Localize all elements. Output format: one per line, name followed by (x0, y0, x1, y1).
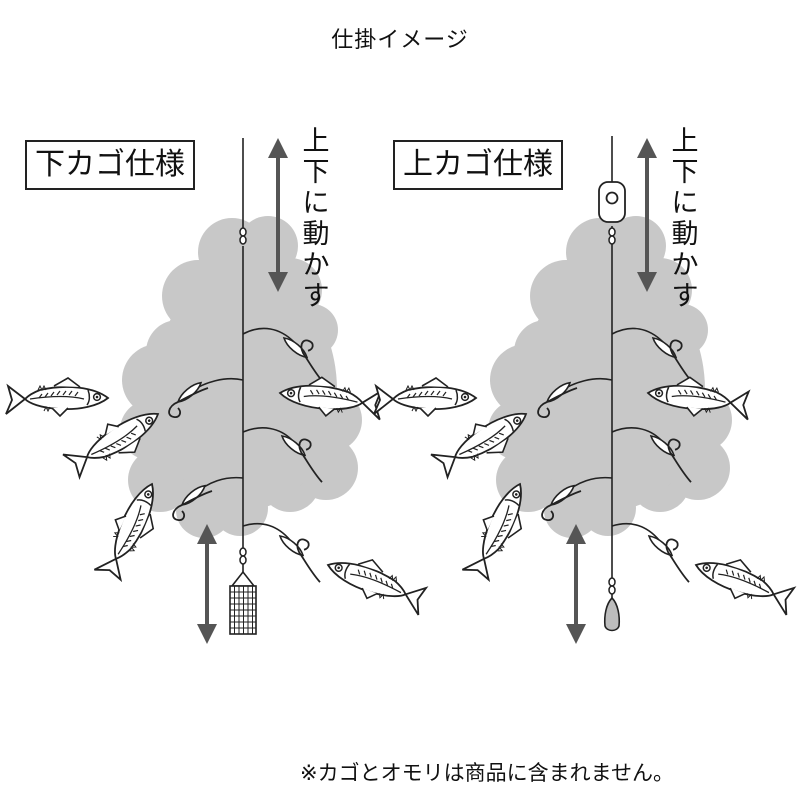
up-down-arrow-icon (197, 138, 288, 644)
bait-cloud-left (120, 216, 362, 538)
sinker-icon (603, 594, 621, 632)
diagram-title: 仕掛イメージ (331, 28, 469, 53)
bait-cloud-right (488, 216, 732, 538)
panel-label-top-cage: 上カゴ仕様 (393, 140, 563, 190)
up-down-arrow-icon (566, 138, 657, 644)
panel-label-bottom-cage: 下カゴ仕様 (25, 140, 195, 190)
footnote: ※カゴとオモリは商品に含まれません。 (300, 761, 674, 785)
side-text-move-up-down-right: 上 下 に 動 か す (671, 126, 699, 312)
side-text-move-up-down-left: 上 下 に 動 か す (302, 126, 330, 312)
cage-feeder-icon (229, 564, 257, 635)
swivel-icon (239, 227, 247, 565)
